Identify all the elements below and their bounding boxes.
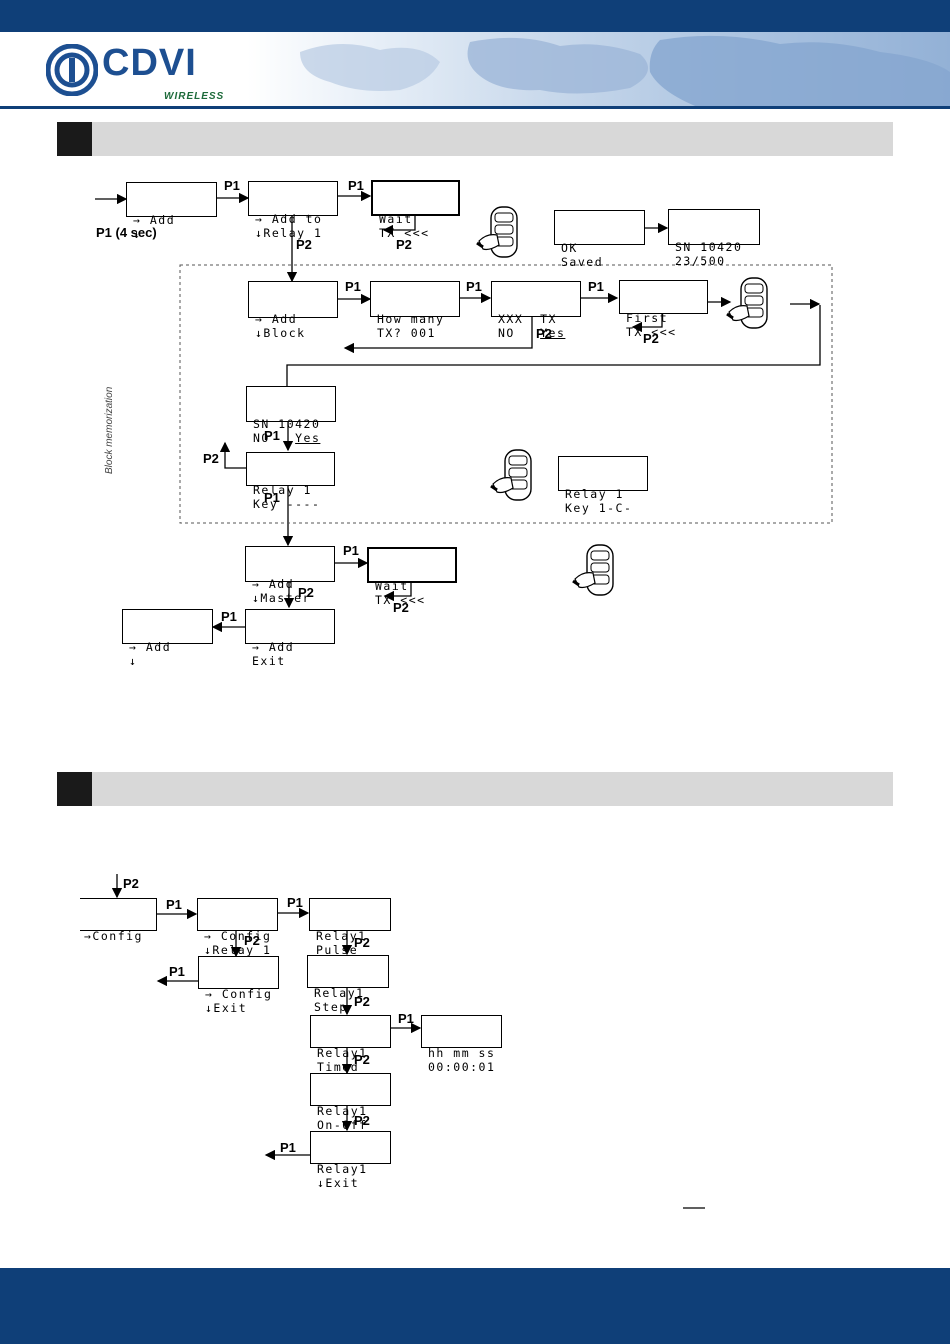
- brand-name: CDVI: [102, 42, 197, 84]
- p1-label: P1: [221, 609, 237, 624]
- world-map-graphic: [300, 35, 950, 108]
- p2-label: P2: [354, 1113, 370, 1128]
- p2-label: P2: [393, 600, 409, 615]
- p2-label: P2: [354, 935, 370, 950]
- section-marker: [57, 122, 92, 156]
- transmitter-hand-icon: [489, 448, 533, 502]
- header-banner: [0, 32, 950, 108]
- p2-label: P2: [536, 326, 552, 341]
- p1-label: P1: [345, 279, 361, 294]
- top-bar: [0, 0, 950, 32]
- lcd-config-relay: → Config↓Relay 1: [197, 898, 278, 957]
- transmitter-hand-icon: [475, 205, 519, 259]
- transmitter-hand-icon: [725, 276, 769, 330]
- p1-label: P1: [280, 1140, 296, 1155]
- section-marker: [57, 772, 92, 806]
- p1-label: P1: [264, 428, 280, 443]
- yes-option: Yes: [295, 431, 321, 445]
- yes-option: Yes: [540, 326, 566, 340]
- start-label: P1 (4 sec): [96, 225, 157, 240]
- p2-label: P2: [354, 994, 370, 1009]
- block-memorization-label: Block memorization: [104, 386, 115, 474]
- logo-emblem-icon: [46, 44, 98, 96]
- p1-label: P1: [348, 178, 364, 193]
- p2-label: P2: [203, 451, 219, 466]
- p2-label: P2: [244, 933, 260, 948]
- p2-label: P2: [123, 876, 139, 891]
- footer-bar: [0, 1268, 950, 1344]
- p1-label: P1: [343, 543, 359, 558]
- lcd-config: →Config: [80, 898, 157, 943]
- lcd-add-master: → Add↓Master: [245, 546, 335, 605]
- lcd-relay-exit: Relay1↓Exit: [310, 1131, 391, 1190]
- p1-label: P1: [398, 1011, 414, 1026]
- p2-label: P2: [643, 331, 659, 346]
- p2-label: P2: [396, 237, 412, 252]
- p1-label: P1: [224, 178, 240, 193]
- lcd-config-exit: → Config↓Exit: [198, 956, 279, 1015]
- lcd-add: → Add↓: [126, 182, 217, 241]
- p1-label: P1: [287, 895, 303, 910]
- p1-label: P1: [169, 964, 185, 979]
- p1-label: P1: [588, 279, 604, 294]
- p2-label: P2: [354, 1052, 370, 1067]
- p1-label: P1: [466, 279, 482, 294]
- banner-divider: [0, 106, 950, 109]
- section-header-1: [57, 122, 893, 156]
- p1-label: P1: [264, 490, 280, 505]
- transmitter-hand-icon: [571, 543, 615, 597]
- p2-label: P2: [296, 237, 312, 252]
- lcd-add-block: → Add↓Block: [248, 281, 338, 340]
- p2-label: P2: [298, 585, 314, 600]
- lcd-add-relay: → Add to↓Relay 1: [248, 181, 338, 240]
- brand-subtitle: WIRELESS: [164, 91, 225, 102]
- block-memorization-frame: [179, 264, 833, 524]
- cdvi-logo: CDVI WIRELESS: [46, 42, 236, 106]
- p1-label: P1: [166, 897, 182, 912]
- lcd-add-final: → Add↓: [122, 609, 213, 668]
- section-header-2: [57, 772, 893, 806]
